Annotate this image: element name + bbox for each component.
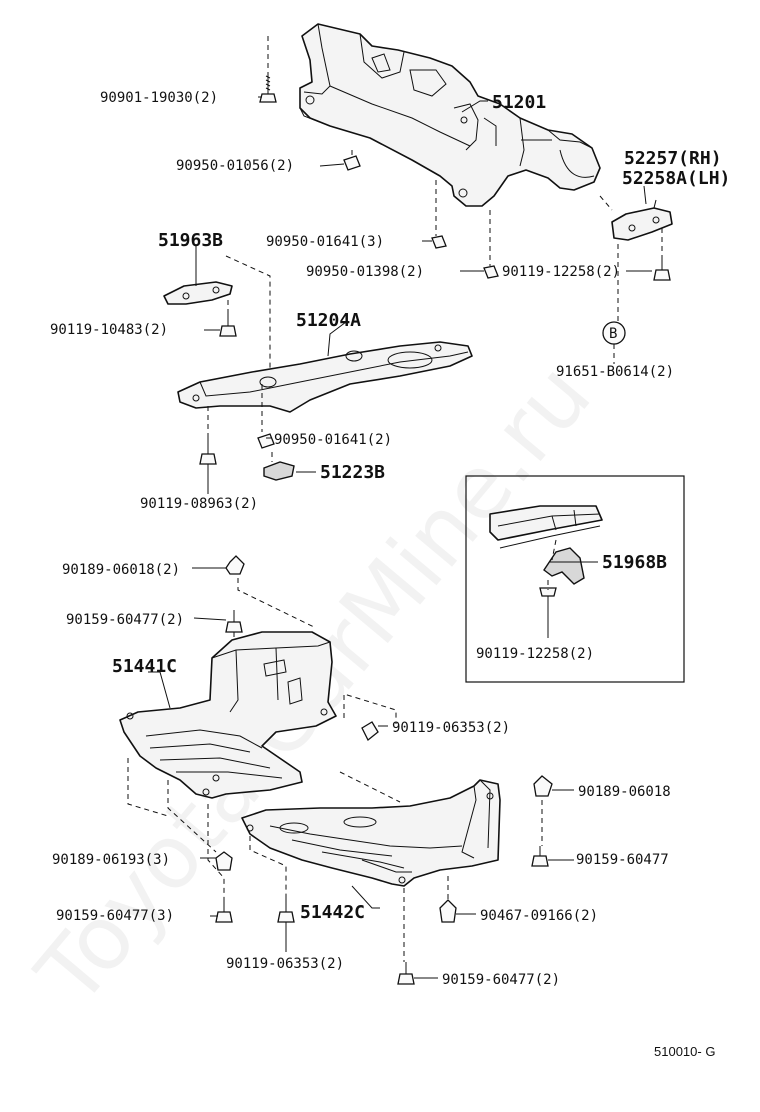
clip-90189-06018b [533,775,553,797]
label-51442c: 51442C [300,902,365,923]
bolt-90119-10483 [219,312,237,337]
label-90189-06193: 90189-06193(3) [52,852,170,868]
label-90159-60477c: 90159-60477(3) [56,908,174,924]
label-90950-01641a: 90950-01641(3) [266,234,384,250]
crossmember-51201 [299,23,601,207]
label-90189-06018b: 90189-06018 [578,784,671,800]
label-90119-06353a: 90119-06353(2) [392,720,510,736]
label-51968b: 51968B [602,552,667,573]
label-90950-01056: 90950-01056(2) [176,158,294,174]
label-51201: 51201 [492,92,546,113]
label-51204a: 51204A [296,310,361,331]
label-51963b: 51963B [158,230,223,251]
grommet-90467-09166 [439,899,457,923]
bolt-90119-12258a [653,256,671,281]
diagram-code: 510010- G [654,1044,715,1059]
ref-b-label: B [609,326,617,342]
nut-90950-01398 [483,265,499,279]
label-91651-b0614: 91651-B0614(2) [556,364,674,380]
under-cover-51442c [241,779,501,887]
clip-90189-06018a [225,555,245,575]
nut-90950-01056 [343,155,361,171]
label-90901-19030: 90901-19030(2) [100,90,218,106]
label-90950-01641b: 90950-01641(2) [274,432,392,448]
label-90119-08963: 90119-08963(2) [140,496,258,512]
bolt-90159-60477a [225,610,243,633]
label-52257: 52257(RH) [624,148,722,169]
bolt-90159-60477d [397,962,415,985]
bolt-90901-19030 [259,72,277,103]
bolt-90119-12258b [539,587,557,610]
label-90159-60477d: 90159-60477(2) [442,972,560,988]
leader-lines [148,96,652,979]
label-52258a: 52258A(LH) [622,168,730,189]
bolt-90119-08963 [199,438,217,465]
clip-90189-06193 [215,851,233,871]
bolt-90119-06353b [277,898,295,923]
member-51204a [177,341,473,413]
label-90950-01398: 90950-01398(2) [306,264,424,280]
label-90159-60477b: 90159-60477 [576,852,669,868]
label-90119-06353b: 90119-06353(2) [226,956,344,972]
bracket-52257-52258a [611,199,673,241]
pad-51223b [263,461,295,481]
label-90119-12258a: 90119-12258(2) [502,264,620,280]
bolt-90159-60477c [215,900,233,923]
label-90119-10483: 90119-10483(2) [50,322,168,338]
label-90159-60477a: 90159-60477(2) [66,612,184,628]
nut-90950-01641a [431,235,447,249]
bolt-90119-06353a [361,721,379,742]
stay-51963b [163,281,233,305]
label-90119-12258b: 90119-12258(2) [476,646,594,662]
label-90467-09166: 90467-09166(2) [480,908,598,924]
label-90189-06018a: 90189-06018(2) [62,562,180,578]
bolt-90159-60477b [531,846,549,867]
label-51223b: 51223B [320,462,385,483]
clip-91651-b0614: B [602,321,626,345]
nut-90950-01641b [257,433,275,449]
under-cover-51441c [119,631,337,799]
inset-detail-51968b [465,475,685,683]
label-51441c: 51441C [112,656,177,677]
assembly-lines [127,36,663,962]
